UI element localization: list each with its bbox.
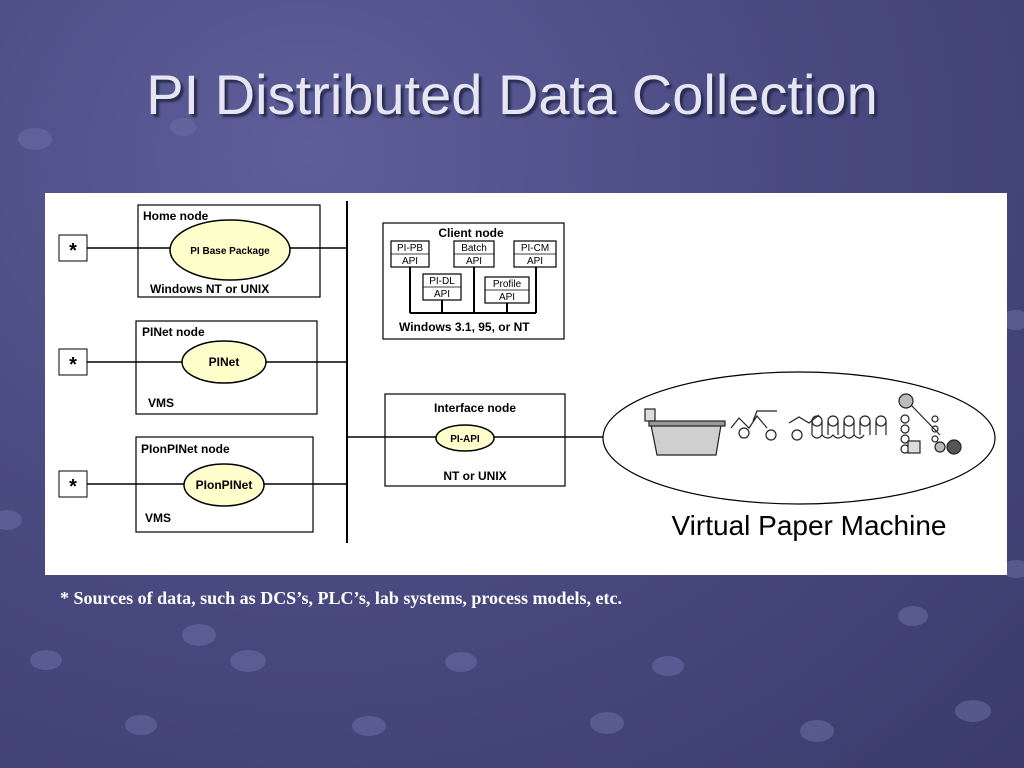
api-line1: PI-PB [397, 243, 423, 254]
background-bubble [590, 712, 624, 734]
virtual-paper-machine-label: Virtual Paper Machine [672, 510, 947, 541]
client-node-os: Windows 3.1, 95, or NT [399, 320, 530, 334]
interface-node-box [384, 393, 566, 487]
api-line1: PI-DL [429, 276, 455, 287]
pi-base-package-ellipse [169, 219, 291, 281]
api-line2: API [466, 256, 482, 267]
interface-node-title: Interface node [434, 401, 516, 415]
api-line1: Profile [493, 279, 522, 290]
api-line2: API [499, 292, 515, 303]
paper-machine-icon [644, 393, 962, 456]
api-line1: PI-CM [521, 243, 549, 254]
api-line2: API [402, 256, 418, 267]
pi-api-label: PI-API [450, 434, 480, 445]
home-node-os: Windows NT or UNIX [150, 282, 269, 296]
pionpinet-node-title: PIonPINet node [141, 442, 230, 456]
interface-node-os: NT or UNIX [443, 469, 506, 483]
pionpinet-node-os: VMS [145, 511, 171, 525]
footnote: * Sources of data, such as DCS’s, PLC’s,… [60, 588, 622, 608]
diagram-panel: * * * Home node PI Base Package Windows … [45, 193, 1007, 575]
pinet-ellipse [181, 340, 267, 384]
pinet-node-os: VMS [148, 396, 174, 410]
pinet-label: PINet [209, 355, 240, 369]
pionpinet-label: PIonPINet [196, 478, 253, 492]
source-marker-1: * [69, 240, 77, 262]
background-bubble [0, 510, 22, 530]
background-bubble [352, 716, 386, 736]
api-box-pi-pb: PI-PB API [390, 240, 430, 268]
api-box-batch: Batch API [453, 240, 495, 268]
pi-base-package-label: PI Base Package [190, 246, 270, 257]
background-bubble [30, 650, 62, 670]
background-bubble [652, 656, 684, 676]
api-box-pi-dl: PI-DL API [422, 273, 462, 301]
pinet-node-title: PINet node [142, 325, 205, 339]
pi-api-ellipse [435, 424, 495, 452]
source-marker-3: * [69, 476, 77, 498]
background-bubble [170, 118, 196, 136]
background-bubble [955, 700, 991, 722]
pionpinet-ellipse [183, 463, 265, 507]
background-bubble [1002, 560, 1024, 578]
background-bubble [445, 652, 477, 672]
background-bubble [800, 720, 834, 742]
background-bubble [125, 715, 157, 735]
background-bubble [182, 624, 216, 646]
background-bubble [898, 606, 928, 626]
source-box-1 [58, 234, 88, 262]
paper-machine-ellipse [602, 371, 996, 505]
api-box-profile: Profile API [484, 276, 530, 304]
slide-title: PI Distributed Data Collection [146, 63, 878, 126]
client-node-title: Client node [438, 226, 504, 240]
home-node-title: Home node [143, 209, 209, 223]
distributed-collection-diagram: * * * Home node PI Base Package Windows … [58, 201, 996, 543]
api-line1: Batch [461, 243, 487, 254]
background-bubble [230, 650, 266, 672]
api-box-pi-cm: PI-CM API [513, 240, 557, 268]
source-marker-2: * [69, 354, 77, 376]
api-line2: API [434, 289, 450, 300]
api-line2: API [527, 256, 543, 267]
background-bubble [18, 128, 52, 150]
